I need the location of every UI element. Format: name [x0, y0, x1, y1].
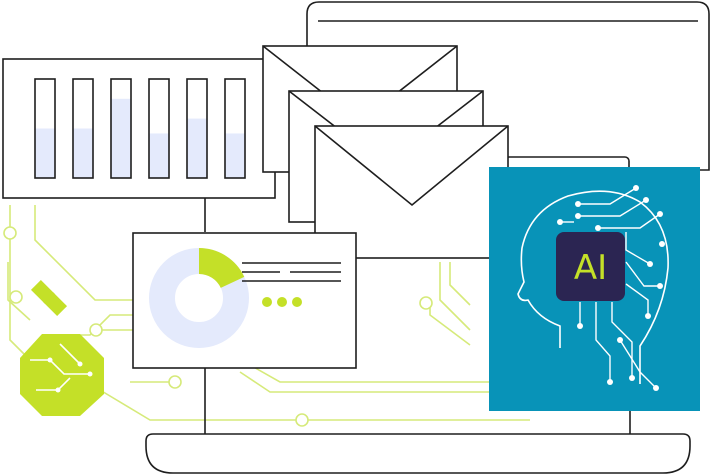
bar-fill: [187, 118, 207, 178]
bar-frame: [224, 78, 246, 179]
bar-frame: [148, 78, 170, 179]
bar-fill: [111, 98, 131, 178]
bar-frame: [110, 78, 132, 179]
bar-frame: [34, 78, 56, 179]
ai-panel: AI: [489, 167, 700, 411]
text-placeholder-lines: [242, 262, 341, 282]
donut-chart-icon: [149, 248, 249, 348]
ai-label: AI: [574, 248, 607, 288]
ai-chip: AI: [556, 232, 625, 301]
ai-head-icon: [517, 190, 669, 384]
pagination-dots: [262, 297, 302, 307]
microchip-icon: [20, 334, 104, 416]
circuit-nodes: [3, 226, 433, 427]
pagination-dot: [292, 297, 302, 307]
donut-highlight-segment: [149, 248, 249, 348]
connector-pills: [30, 279, 68, 317]
bar-fill: [149, 133, 169, 178]
neural-nodes: [557, 185, 665, 391]
pagination-dot: [262, 297, 272, 307]
donut-chart-card: [132, 232, 357, 369]
neural-traces: [560, 187, 661, 389]
bar-chart-panel: [2, 58, 276, 199]
bar-fill: [225, 133, 245, 178]
laptop-base: [145, 198, 691, 474]
pagination-dot: [277, 297, 287, 307]
bar-fill: [35, 128, 55, 178]
bar-fill: [73, 128, 93, 178]
bar-columns: [34, 78, 246, 179]
bar-frame: [186, 78, 208, 179]
bar-frame: [72, 78, 94, 179]
